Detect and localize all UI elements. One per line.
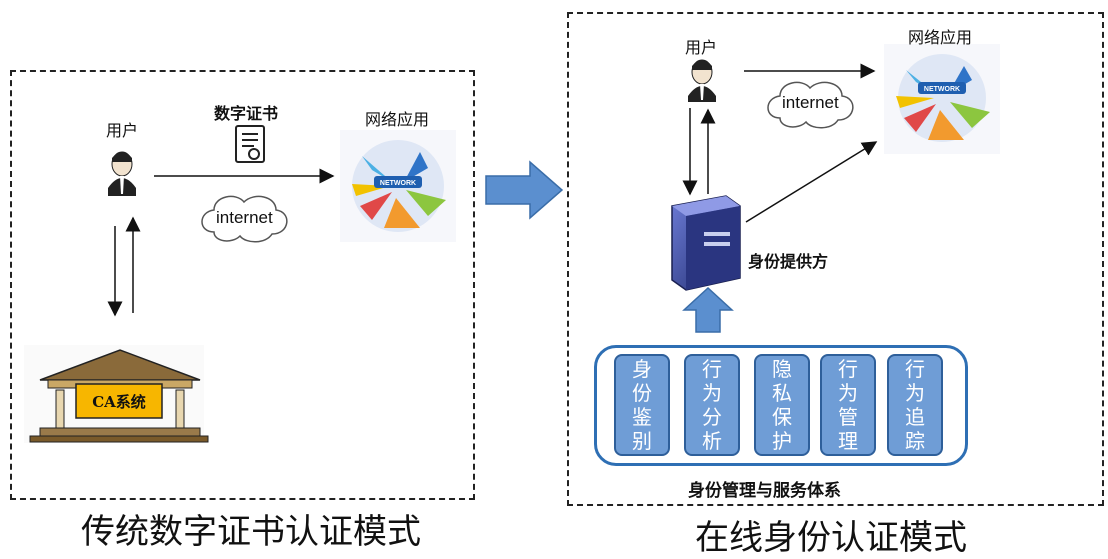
upward-arrow bbox=[682, 286, 734, 333]
certificate-label: 数字证书 bbox=[214, 104, 279, 123]
right-internet-cloud-icon bbox=[767, 81, 854, 129]
transition-arrow bbox=[485, 160, 564, 220]
identity-provider-server-icon bbox=[671, 195, 741, 291]
left-app-label: 网络应用 bbox=[365, 110, 430, 129]
left-network-app-icon: NETWORK bbox=[340, 130, 456, 242]
identity-provider-label: 身份提供方 bbox=[748, 252, 829, 271]
right-network-app-icon: NETWORK bbox=[884, 44, 1000, 154]
right-user-icon bbox=[688, 59, 716, 102]
certificate-icon bbox=[235, 125, 265, 163]
right-network-badge: NETWORK bbox=[924, 86, 960, 93]
right-internet-label: internet bbox=[782, 93, 839, 112]
left-user-icon bbox=[108, 151, 136, 196]
module-behavior-management: 行 为 管 理 bbox=[820, 354, 876, 456]
ca-building-icon bbox=[24, 345, 209, 443]
right-app-label: 网络应用 bbox=[908, 28, 973, 47]
traditional-mode-frame bbox=[10, 70, 475, 500]
module-behavior-analysis: 行 为 分 析 bbox=[684, 354, 740, 456]
module-identity-authentication: 身 份 鉴 别 bbox=[614, 354, 670, 456]
left-internet-label: internet bbox=[216, 208, 273, 227]
left-internet-cloud-icon bbox=[201, 195, 288, 243]
right-caption: 在线身份认证模式 bbox=[695, 518, 967, 558]
ca-system-label: CA系统 bbox=[92, 393, 146, 411]
left-network-badge: NETWORK bbox=[380, 180, 416, 187]
module-privacy-protection: 隐 私 保 护 bbox=[754, 354, 810, 456]
identity-system-label: 身份管理与服务体系 bbox=[688, 481, 841, 501]
right-user-label: 用户 bbox=[685, 38, 718, 57]
module-behavior-tracking: 行 为 追 踪 bbox=[887, 354, 943, 456]
left-caption: 传统数字证书认证模式 bbox=[81, 512, 421, 552]
left-user-label: 用户 bbox=[106, 121, 139, 140]
online-mode-frame bbox=[567, 12, 1104, 506]
